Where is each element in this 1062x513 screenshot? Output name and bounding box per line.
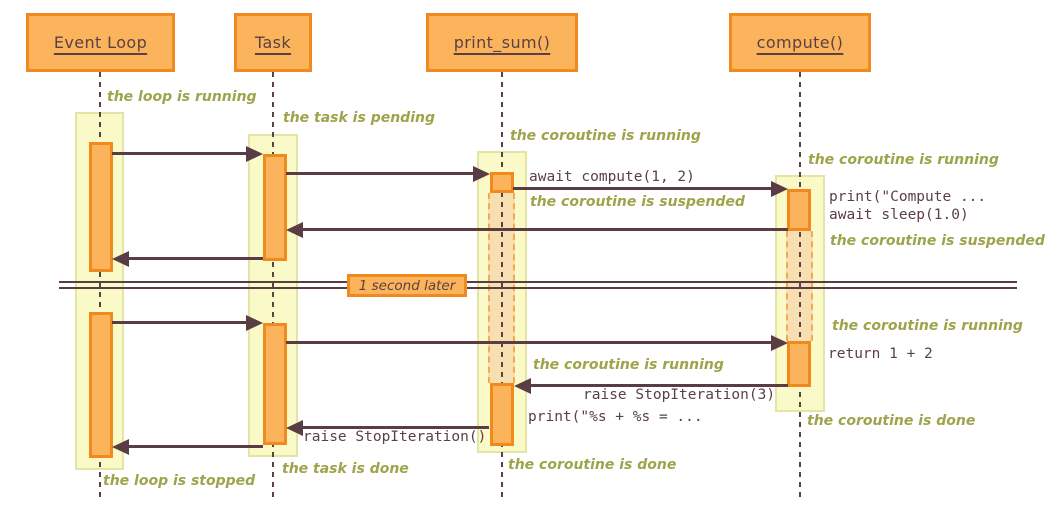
code-await-sleep: await sleep(1.0) xyxy=(829,207,969,223)
code-print-result: print("%s + %s = ... xyxy=(528,409,703,425)
arrow-loop-to-task-1-line xyxy=(112,152,248,155)
arrow-task-to-loop-1-head xyxy=(112,251,129,267)
note-compute-running-2: the coroutine is running xyxy=(832,318,1023,334)
arrow-loop-to-task-2-head xyxy=(246,315,263,331)
arrow-task-to-loop-1-line xyxy=(127,257,263,260)
code-raise-stop-3: raise StopIteration(3) xyxy=(583,387,776,403)
divider-line-bottom xyxy=(59,287,1017,289)
participant-print-sum: print_sum() xyxy=(426,13,578,72)
arrow-task-to-loop-2-line xyxy=(127,445,263,448)
activation-event-loop-2 xyxy=(89,312,113,458)
participant-print-sum-label: print_sum() xyxy=(453,33,551,52)
arrow-compute-to-print-sum-head xyxy=(514,378,531,394)
arrow-task-to-compute-line xyxy=(286,341,773,344)
note-loop-running: the loop is running xyxy=(107,89,257,105)
arrow-print-sum-to-compute-line xyxy=(513,187,773,190)
divider-label-box: 1 second later xyxy=(347,274,467,297)
arrow-task-to-compute-head xyxy=(771,335,788,351)
note-print-sum-suspended: the coroutine is suspended xyxy=(530,194,745,210)
code-return-sum: return 1 + 2 xyxy=(828,346,933,362)
activation-task-1 xyxy=(263,154,287,261)
code-print-compute: print("Compute ... xyxy=(829,189,987,205)
note-task-pending: the task is pending xyxy=(283,110,435,126)
note-print-sum-running-2: the coroutine is running xyxy=(533,357,724,373)
lifeline-task xyxy=(272,72,274,497)
code-await-compute: await compute(1, 2) xyxy=(529,169,695,185)
activation-print-sum-1 xyxy=(490,172,514,193)
participant-event-loop-label: Event Loop xyxy=(53,33,148,52)
arrow-print-sum-to-compute-head xyxy=(771,181,788,197)
lifeline-print-sum xyxy=(501,72,503,497)
arrow-compute-to-task-line xyxy=(301,228,788,231)
arrow-compute-to-print-sum-line xyxy=(529,384,788,387)
participant-compute: compute() xyxy=(729,13,871,72)
participant-event-loop: Event Loop xyxy=(26,13,175,72)
note-print-sum-done: the coroutine is done xyxy=(508,457,677,473)
code-raise-stop: raise StopIteration() xyxy=(303,429,487,445)
activation-compute-2 xyxy=(787,341,811,387)
participant-compute-label: compute() xyxy=(756,33,844,52)
arrow-loop-to-task-1-head xyxy=(246,146,263,162)
note-compute-suspended: the coroutine is suspended xyxy=(830,233,1045,249)
arrow-task-to-print-sum-line xyxy=(286,172,475,175)
activation-compute-1 xyxy=(787,189,811,231)
participant-task: Task xyxy=(234,13,312,72)
note-loop-stopped: the loop is stopped xyxy=(103,473,256,489)
divider-line-top xyxy=(59,281,1017,283)
arrow-task-to-loop-2-head xyxy=(112,439,129,455)
note-print-sum-running-1: the coroutine is running xyxy=(510,128,701,144)
lifeline-event-loop xyxy=(99,72,101,497)
activation-event-loop-1 xyxy=(89,142,113,272)
note-compute-running-1: the coroutine is running xyxy=(808,152,999,168)
note-task-done: the task is done xyxy=(282,461,409,477)
divider-label: 1 second later xyxy=(358,277,456,294)
activation-print-sum-2 xyxy=(490,383,514,446)
activation-task-2 xyxy=(263,323,287,445)
arrow-print-sum-to-task-head xyxy=(286,420,303,436)
arrow-print-sum-to-task-line xyxy=(301,426,489,429)
arrow-compute-to-task-head xyxy=(286,222,303,238)
participant-task-label: Task xyxy=(254,33,292,52)
arrow-task-to-print-sum-head xyxy=(473,166,490,182)
lifeline-compute xyxy=(799,72,801,497)
arrow-loop-to-task-2-line xyxy=(112,321,248,324)
note-compute-done: the coroutine is done xyxy=(807,413,976,429)
